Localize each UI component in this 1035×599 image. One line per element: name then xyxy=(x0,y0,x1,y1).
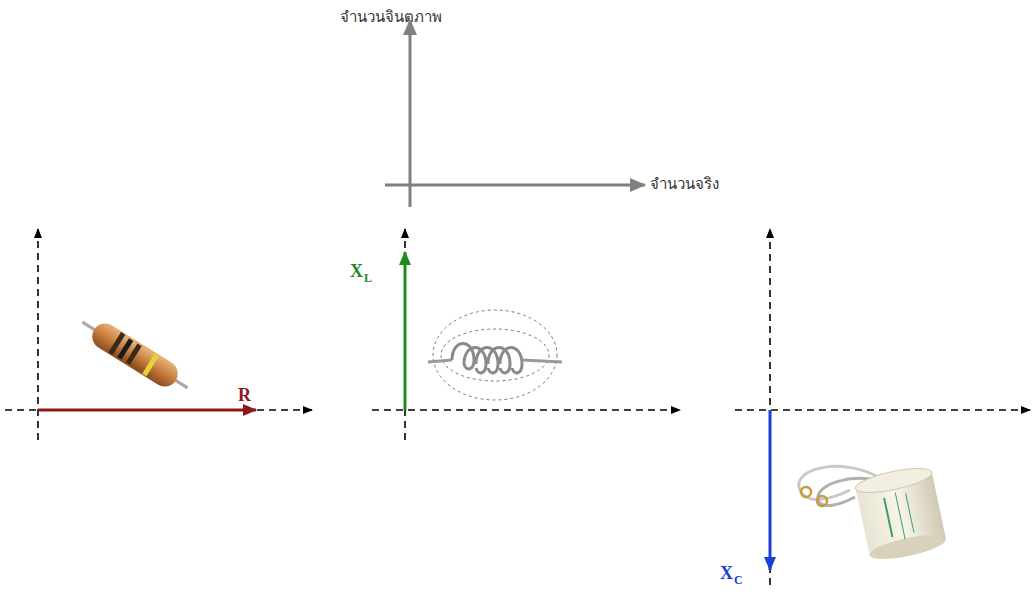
resistance-vector xyxy=(38,409,256,412)
real-axis xyxy=(385,184,645,187)
imaginary-axis xyxy=(409,20,412,207)
vector-symbol: R xyxy=(238,386,251,404)
vector-subscript: L xyxy=(364,272,372,284)
dashed-axis xyxy=(372,409,680,411)
dashed-axis xyxy=(37,229,39,440)
inductor-symbol xyxy=(428,310,562,400)
axis-label: จำนวนจริง xyxy=(650,177,719,192)
inductive-reactance-vector xyxy=(404,252,407,410)
dashed-axis xyxy=(735,409,1030,411)
vector-symbol: X xyxy=(350,262,363,280)
dashed-axis xyxy=(769,229,771,585)
resistor-symbol xyxy=(76,311,195,399)
capacitor-symbol xyxy=(799,464,948,564)
vector-subscript: C xyxy=(734,574,743,586)
vector-symbol: X xyxy=(720,564,733,582)
capacitive-reactance-vector xyxy=(769,410,772,570)
axis-label: จำนวนจินตภาพ xyxy=(340,10,442,25)
dashed-axis xyxy=(404,229,406,440)
dashed-axis xyxy=(5,409,312,411)
